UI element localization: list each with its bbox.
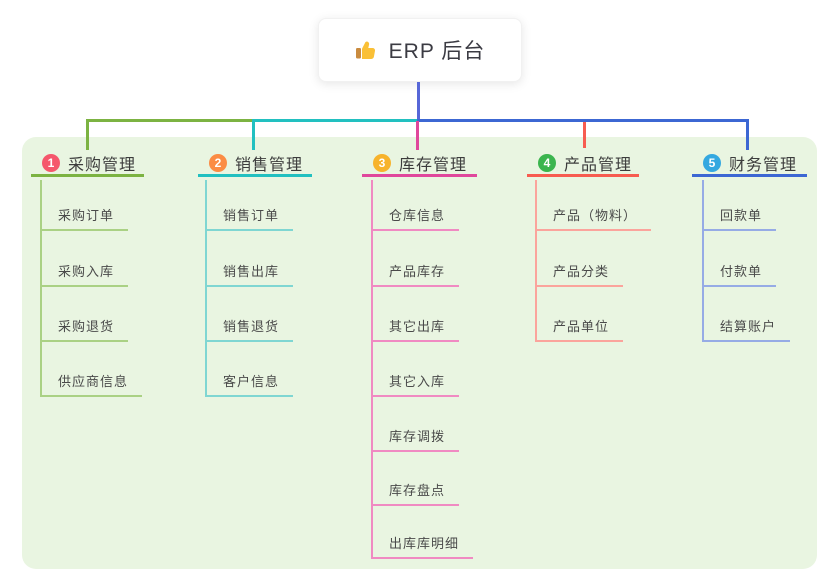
- child-node[interactable]: 产品分类: [535, 263, 624, 287]
- child-node[interactable]: 供应商信息: [40, 373, 143, 397]
- priority-4-badge: 4: [538, 154, 556, 172]
- child-node[interactable]: 采购入库: [40, 263, 129, 287]
- branch-spine: [371, 180, 373, 559]
- child-node[interactable]: 客户信息: [205, 373, 294, 397]
- branches-panel: [22, 137, 817, 569]
- priority-5-badge: 5: [703, 154, 721, 172]
- priority-2-badge: 2: [209, 154, 227, 172]
- branch-spine: [205, 180, 207, 397]
- branch-label-text: 库存管理: [399, 157, 468, 174]
- branch-label-sales[interactable]: 2 销售管理: [198, 152, 312, 177]
- branch-spine: [535, 180, 537, 342]
- branch-label-purchase[interactable]: 1 采购管理: [31, 152, 144, 177]
- branch-spine: [702, 180, 704, 342]
- connector-trunk-line: [417, 82, 420, 122]
- priority-3-badge: 3: [373, 154, 391, 172]
- child-node[interactable]: 产品库存: [371, 263, 460, 287]
- branch-label-finance[interactable]: 5 财务管理: [692, 152, 807, 177]
- child-node[interactable]: 出库库明细: [371, 535, 474, 559]
- child-node[interactable]: 销售订单: [205, 207, 294, 231]
- branch-label-text: 财务管理: [729, 157, 798, 174]
- child-node[interactable]: 产品单位: [535, 318, 624, 342]
- child-node[interactable]: 产品（物料）: [535, 207, 652, 231]
- branch-label-text: 采购管理: [68, 157, 137, 174]
- connector-sales-line: [252, 119, 419, 122]
- connector-finance-line: [417, 119, 749, 122]
- child-node[interactable]: 其它出库: [371, 318, 460, 342]
- child-node[interactable]: 库存盘点: [371, 482, 460, 506]
- child-node[interactable]: 仓库信息: [371, 207, 460, 231]
- branch-label-text: 产品管理: [564, 157, 633, 174]
- child-node[interactable]: 回款单: [702, 207, 777, 231]
- priority-1-badge: 1: [42, 154, 60, 172]
- child-node[interactable]: 采购订单: [40, 207, 129, 231]
- connector-finance-drop-line: [746, 119, 749, 150]
- branch-label-product[interactable]: 4 产品管理: [527, 152, 639, 177]
- connector-purchase-drop-line: [86, 119, 89, 150]
- connector-product-drop-line: [583, 122, 586, 148]
- root-label: ERP 后台: [388, 40, 486, 63]
- branch-label-text: 销售管理: [235, 157, 304, 174]
- child-node[interactable]: 销售退货: [205, 318, 294, 342]
- child-node[interactable]: 采购退货: [40, 318, 129, 342]
- child-node[interactable]: 销售出库: [205, 263, 294, 287]
- child-node[interactable]: 付款单: [702, 263, 777, 287]
- child-node[interactable]: 结算账户: [702, 318, 791, 342]
- branch-spine: [40, 180, 42, 397]
- connector-purchase-line: [86, 119, 254, 122]
- child-node[interactable]: 其它入库: [371, 373, 460, 397]
- child-node[interactable]: 库存调拨: [371, 428, 460, 452]
- connector-sales-drop-line: [252, 119, 255, 150]
- root-node[interactable]: ERP 后台: [318, 18, 522, 82]
- thumbs-up-icon: [355, 41, 375, 59]
- connector-inventory-drop-line: [416, 121, 419, 150]
- branch-label-inventory[interactable]: 3 库存管理: [362, 152, 477, 177]
